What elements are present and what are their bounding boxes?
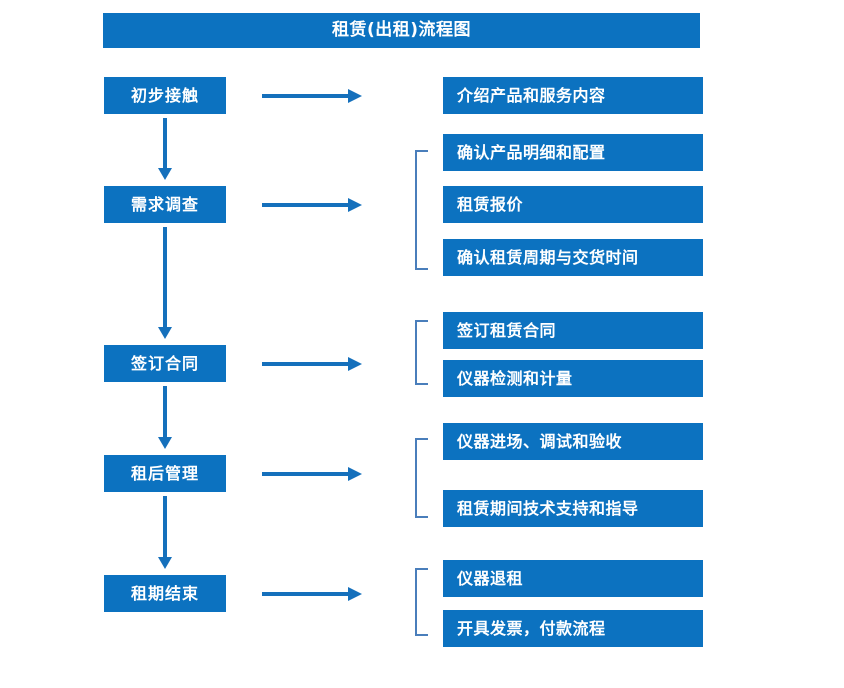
detail-label-7: 仪器进场、调试和验收 (457, 431, 623, 451)
detail-label-8: 租赁期间技术支持和指导 (457, 498, 639, 518)
vertical-arrow-icon-3 (157, 386, 173, 449)
detail-label-4: 确认租赁周期与交货时间 (457, 247, 639, 267)
detail-box-4[interactable]: 确认租赁周期与交货时间 (443, 239, 703, 276)
group-bracket-3 (415, 438, 428, 518)
right-arrow-icon-1 (262, 88, 362, 104)
detail-label-6: 仪器检测和计量 (457, 368, 573, 388)
stage-label-5: 租期结束 (130, 583, 199, 603)
page-title: 租赁(出租)流程图 (103, 13, 700, 48)
right-arrow-icon-5 (262, 586, 362, 602)
detail-label-10: 开具发票，付款流程 (457, 618, 606, 638)
group-bracket-4 (415, 568, 428, 636)
vertical-arrow-icon-2 (157, 227, 173, 339)
stage-box-1[interactable]: 初步接触 (104, 77, 226, 114)
detail-box-6[interactable]: 仪器检测和计量 (443, 360, 703, 397)
detail-label-2: 确认产品明细和配置 (457, 142, 606, 162)
detail-box-5[interactable]: 签订租赁合同 (443, 312, 703, 349)
stage-label-4: 租后管理 (130, 463, 199, 483)
detail-label-1: 介绍产品和服务内容 (457, 85, 606, 105)
group-bracket-1 (415, 150, 428, 270)
right-arrow-icon-2 (262, 197, 362, 213)
vertical-arrow-icon-4 (157, 496, 173, 569)
detail-label-9: 仪器退租 (457, 568, 524, 588)
detail-label-3: 租赁报价 (457, 194, 524, 214)
vertical-arrow-icon-1 (157, 118, 173, 180)
detail-box-7[interactable]: 仪器进场、调试和验收 (443, 423, 703, 460)
right-arrow-icon-3 (262, 356, 362, 372)
stage-box-5[interactable]: 租期结束 (104, 575, 226, 612)
detail-box-9[interactable]: 仪器退租 (443, 560, 703, 597)
detail-box-3[interactable]: 租赁报价 (443, 186, 703, 223)
stage-label-2: 需求调查 (130, 194, 199, 214)
detail-label-5: 签订租赁合同 (457, 320, 557, 340)
detail-box-10[interactable]: 开具发票，付款流程 (443, 610, 703, 647)
stage-box-4[interactable]: 租后管理 (104, 455, 226, 492)
group-bracket-2 (415, 320, 428, 385)
stage-label-1: 初步接触 (130, 85, 199, 105)
right-arrow-icon-4 (262, 466, 362, 482)
detail-box-1[interactable]: 介绍产品和服务内容 (443, 77, 703, 114)
stage-box-3[interactable]: 签订合同 (104, 345, 226, 382)
detail-box-8[interactable]: 租赁期间技术支持和指导 (443, 490, 703, 527)
detail-box-2[interactable]: 确认产品明细和配置 (443, 134, 703, 171)
stage-label-3: 签订合同 (130, 353, 199, 373)
stage-box-2[interactable]: 需求调查 (104, 186, 226, 223)
